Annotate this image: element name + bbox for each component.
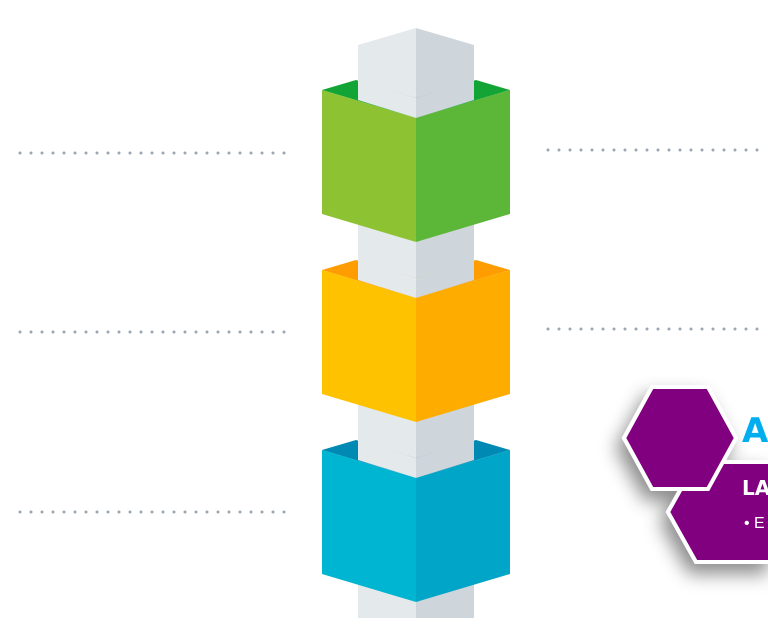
badge-graphic <box>621 385 768 564</box>
block-blue-right-face <box>416 450 510 602</box>
pillar-segment-blue-left <box>358 440 416 478</box>
block-yellow-left-face <box>322 270 416 422</box>
pillar-segment-green-left <box>358 80 416 118</box>
block-blue <box>322 440 510 602</box>
badge-bullet-text: • E <box>744 515 765 532</box>
badge-hexagon-top <box>621 385 739 491</box>
block-yellow-right-face <box>416 270 510 422</box>
pillar-segment-yellow-right <box>416 260 474 298</box>
block-blue-left-face <box>322 450 416 602</box>
block-yellow <box>322 260 510 422</box>
pillar-segment-blue-right <box>416 440 474 478</box>
block-green <box>322 80 510 242</box>
pillar-segment-yellow-left <box>358 260 416 298</box>
block-green-right-face <box>416 90 510 242</box>
block-green-left-face <box>322 90 416 242</box>
badge-subtitle: LA <box>742 476 768 500</box>
pillar-segment-green-right <box>416 80 474 118</box>
badge-title: A <box>742 411 768 451</box>
